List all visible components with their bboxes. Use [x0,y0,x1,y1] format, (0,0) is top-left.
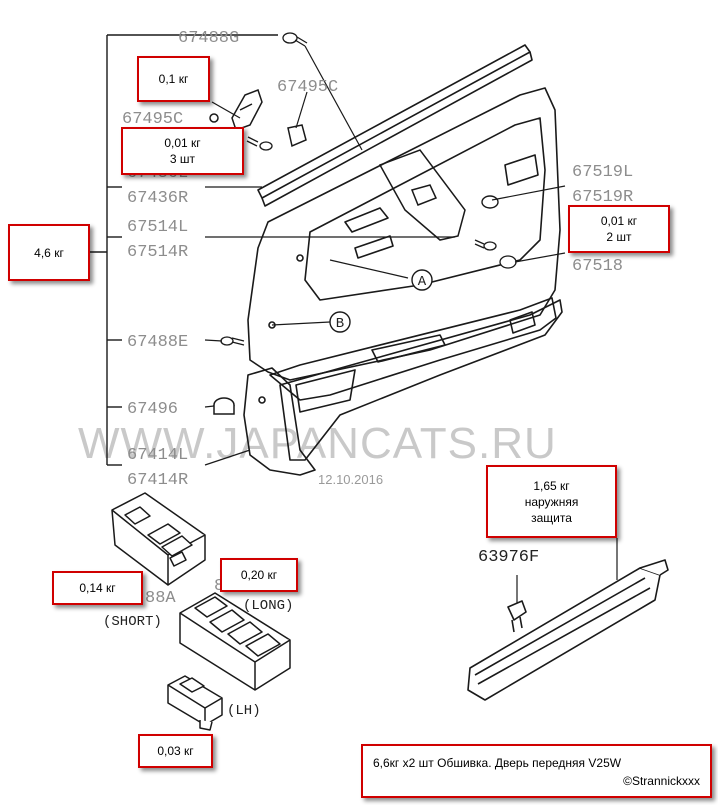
weight-caps-qty: 2 шт [606,230,632,244]
leader-lines [204,45,618,605]
weight-switch-long: 0,20 кг [240,568,278,582]
callout-a-label: A [418,274,427,290]
part-67514l: 67514L [127,218,188,237]
part-67514r: 67514R [127,243,188,262]
weight-box-outer-molding: 1,65 кг наружняя защита [486,465,617,538]
door-panel-illustration [243,44,563,476]
leader-bracket [90,34,278,466]
fastener-screw-67518 [474,239,517,269]
part-67414l: 67414L [127,446,188,465]
weight-box-switch-long: 0,20 кг [220,558,298,592]
weight-switch-lh: 0,03 кг [157,744,194,758]
fastener-screw-67488g [282,32,308,47]
part-switch-long-code: 8 [214,577,224,596]
fastener-clip-67496 [213,397,235,415]
callout-a: A [411,269,433,291]
weight-hinge-bracket: 0,1 кг [158,72,189,86]
part-67436r: 67436R [127,189,188,208]
part-67488e: 67488E [127,333,188,352]
switch-lh-label: (LH) [227,703,261,719]
fastener-cap-67519 [481,195,499,209]
part-67496: 67496 [127,400,178,419]
weight-box-switch-lh: 0,03 кг [138,734,213,768]
window-switch-lh [167,675,223,731]
weight-main-panel: 4,6 кг [34,245,64,260]
weight-molding: 1,65 кг [533,478,570,493]
weight-box-main-panel: 4,6 кг [8,224,90,281]
weight-box-clips: 0,01 кг 3 шт [121,127,244,175]
part-67519l: 67519L [572,163,633,182]
weight-molding-desc-2: защита [531,510,572,525]
part-67518: 67518 [572,257,623,276]
weight-clips: 0,01 кг [164,136,201,150]
weight-switch-short: 0,14 кг [79,581,116,595]
fastener-screw-67495c [246,136,273,151]
part-63976f: 63976F [478,548,539,567]
weight-caps: 0,01 кг [600,214,638,228]
switch-long-label: (LONG) [243,598,293,614]
outer-molding-illustration [467,559,669,701]
part-67414r: 67414R [127,471,188,490]
weight-molding-desc-1: наружняя [524,494,579,509]
weight-box-caps: 0,01 кг 2 шт [568,205,670,253]
part-67495c-right: 67495C [277,78,338,97]
weight-clips-qty: 3 шт [169,152,196,166]
callout-b: B [329,311,351,333]
part-67488g: 67488G [178,29,239,48]
fastener-screw-67488e [220,336,245,346]
caption-box: 6,6кг х2 шт Обшивка. Дверь передняя V25W… [361,744,712,798]
weight-box-hinge-bracket: 0,1 кг [137,56,210,102]
window-switch-long [179,592,291,691]
part-switch-short-code: 88A [145,589,176,608]
window-switch-short [111,492,206,586]
caption-title: 6,6кг х2 шт Обшивка. Дверь передняя V25W [373,756,622,770]
weight-box-switch-short: 0,14 кг [52,571,143,605]
part-67519r: 67519R [572,188,633,207]
switch-short-label: (SHORT) [103,614,162,630]
callout-b-label: B [336,316,344,332]
caption-author: ©Strannickxxx [623,774,700,788]
part-67495c-left: 67495C [122,110,183,129]
date-stamp: 12.10.2016 [318,472,383,487]
